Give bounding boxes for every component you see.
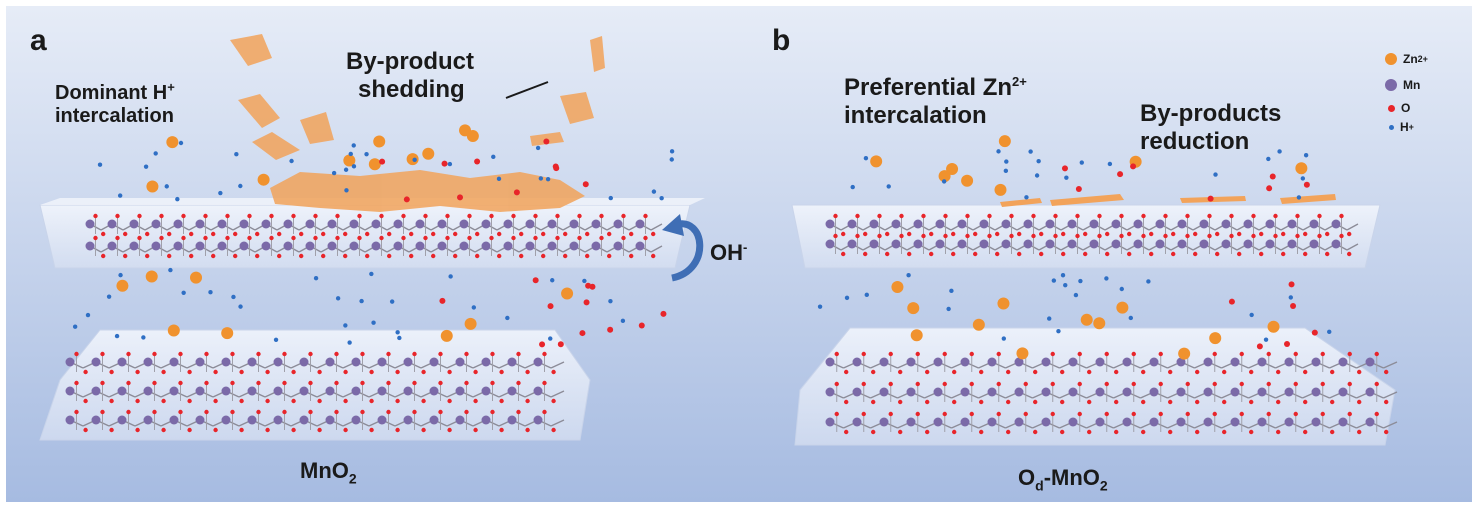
mno2-lattice <box>825 351 1398 435</box>
oh-ion-label: OH- <box>710 239 748 265</box>
oh-arrow-head <box>662 214 684 236</box>
material-label-mno2: MnO2 <box>300 458 357 487</box>
mno2-lattice <box>85 213 663 259</box>
legend-item-h: H+ <box>1389 120 1414 134</box>
mno2-lattice <box>65 351 565 433</box>
o-atom-icon <box>1388 104 1395 112</box>
mn-atom-icon <box>1385 79 1397 91</box>
h-ion-icon <box>1389 124 1394 130</box>
legend-item-mn: Mn <box>1385 78 1420 92</box>
zn-ion-icon <box>1385 53 1397 65</box>
panel-b-label: b <box>772 24 791 57</box>
callout-preferential-zn: Preferential Zn2+ intercalation <box>844 74 1027 129</box>
callout-by-product-shedding: By-product shedding <box>346 48 474 103</box>
panel-b-upper-layer <box>791 204 1381 269</box>
panel-a-lower-layer <box>39 329 591 441</box>
callout-dominant-h: Dominant H+ intercalation <box>55 79 175 127</box>
panel-a-label: a <box>30 24 47 57</box>
legend-item-o: O <box>1388 101 1410 115</box>
by-product-deposit <box>230 34 605 212</box>
callout-line <box>505 81 549 99</box>
mno2-lattice <box>825 213 1359 257</box>
material-label-od-mno2: Od-MnO2 <box>1018 465 1108 494</box>
panel-b-lower-layer <box>794 327 1398 446</box>
ion-particles <box>72 124 1332 360</box>
callout-by-products-reduction: By-products reduction <box>1140 100 1282 155</box>
oh-cycle-arrow <box>671 220 704 282</box>
